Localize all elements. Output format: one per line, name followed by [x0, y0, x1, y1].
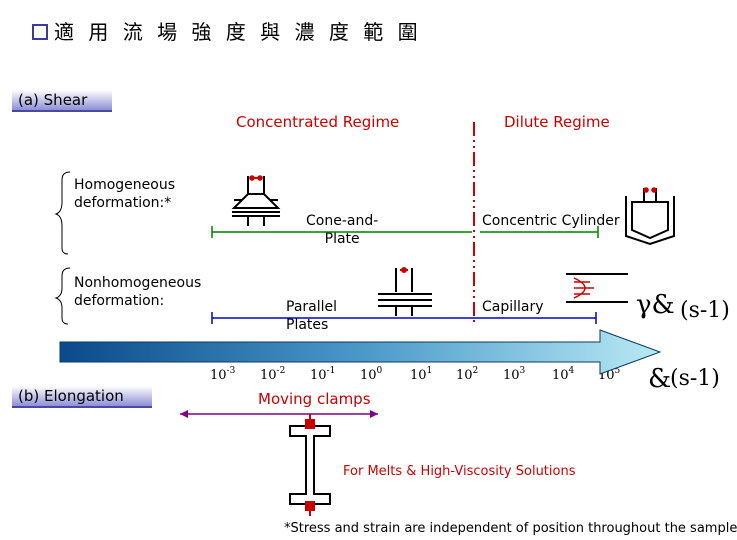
capillary-label: Capillary	[482, 299, 544, 315]
shear-rate-symbol: γ&	[636, 290, 675, 320]
diagram-graphics	[54, 122, 675, 516]
tick-label: 10-1	[310, 366, 336, 383]
tick-label: 104	[552, 366, 575, 383]
elongation-rate-symbol: &	[648, 364, 672, 394]
parallel-plates-label: Parallel Plates	[286, 299, 338, 333]
shear-section-label: (a) Shear	[12, 90, 112, 112]
elongation-rate-unit: (s-1)	[670, 366, 720, 391]
concentric-range-line	[480, 226, 599, 238]
elongation-section-label: (b) Elongation	[12, 386, 152, 408]
cone-plate-icon	[231, 175, 281, 226]
tick-label: 103	[503, 366, 526, 383]
concentrated-regime-label: Concentrated Regime	[236, 113, 400, 131]
footnote: *Stress and strain are independent of po…	[284, 521, 737, 536]
homogeneous-brace	[54, 171, 71, 255]
tick-label: 100	[360, 366, 383, 383]
tick-label: 102	[456, 366, 479, 383]
concentric-cylinder-icon	[625, 187, 675, 246]
parallel-plates-icon	[378, 267, 432, 316]
concentric-cylinder-label: Concentric Cylinder	[482, 213, 620, 229]
tick-label: 10-3	[210, 366, 236, 383]
tick-label: 10-2	[260, 366, 286, 383]
checkbox-bullet-icon	[32, 24, 48, 40]
tick-label: 101	[410, 366, 433, 383]
moving-clamps-label: Moving clamps	[258, 390, 371, 408]
page-title: 適 用 流 場 強 度 與 濃 度 範 圍	[32, 16, 422, 45]
dilute-regime-label: Dilute Regime	[504, 113, 610, 131]
cone-plate-range-line	[211, 226, 472, 238]
shear-rate-unit: (s-1)	[680, 298, 730, 323]
nonhomogeneous-label: Nonhomogeneous deformation:	[74, 275, 202, 309]
rate-axis-arrow	[59, 329, 662, 375]
capillary-icon	[566, 273, 628, 303]
nonhomogeneous-brace	[54, 267, 71, 325]
nonhomogeneous-range-line	[211, 312, 597, 324]
moving-clamps-icon	[289, 414, 331, 516]
moving-clamps-range-line	[180, 410, 378, 418]
melts-note: For Melts & High-Viscosity Solutions	[343, 464, 576, 479]
homogeneous-label: Homogeneous deformation:*	[74, 177, 176, 211]
cone-plate-label: Cone-and- Plate	[306, 213, 379, 247]
